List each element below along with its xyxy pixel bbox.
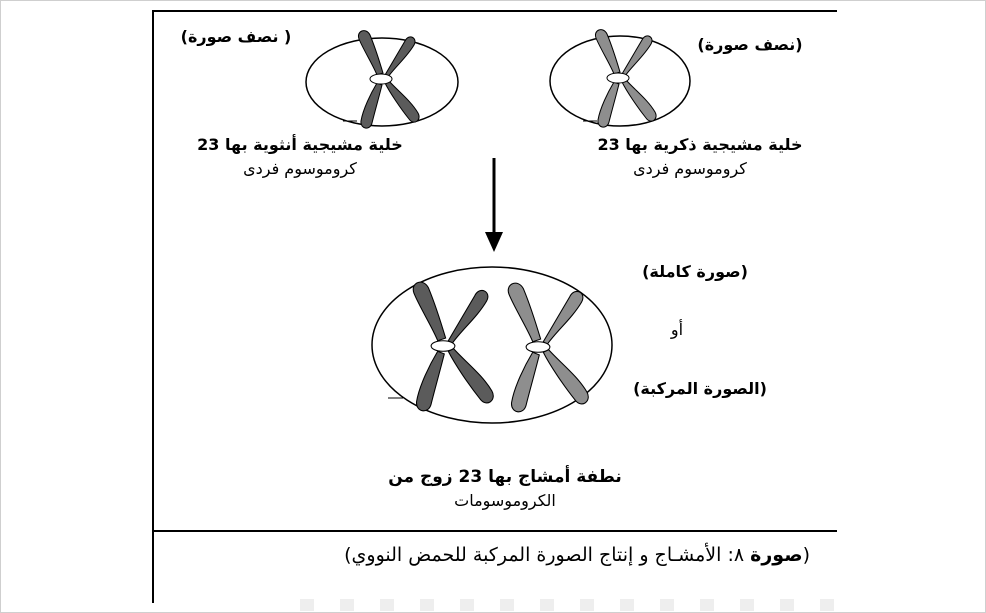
male-chromosome xyxy=(594,29,657,128)
label-female-gamete-line1: خلية مشيجية أنثوية بها 23 xyxy=(197,135,403,154)
caption-number: ٨ xyxy=(733,544,745,566)
figure-frame xyxy=(152,10,837,532)
down-arrow-icon xyxy=(485,158,503,252)
scan-artifact-strip xyxy=(300,599,860,611)
female-chromosome xyxy=(357,30,420,129)
caption-label: صورة xyxy=(750,544,803,566)
caption-text: الأمشـاج و إنتاج الصورة المركبة للحمض ال… xyxy=(351,544,722,566)
label-complete-image: (صورة كاملة) xyxy=(642,262,748,281)
label-half-image-left: ( نصف صورة) xyxy=(180,27,292,46)
label-male-gamete-line2: كروموسوم فردى xyxy=(633,159,747,178)
label-half-image-right: (نصف صورة) xyxy=(697,35,803,54)
zygote-female-chromosome xyxy=(412,281,494,412)
caption-left-rule xyxy=(152,528,154,603)
label-or: أو xyxy=(670,320,684,339)
label-zygote-line1: نطفة أمشاج بها 23 زوج من xyxy=(388,467,622,487)
label-female-gamete-line2: كروموسوم فردى xyxy=(243,159,357,178)
label-composite-image: (الصورة المركبة) xyxy=(633,379,767,398)
label-zygote-line2: الكروموسومات xyxy=(454,491,556,510)
zygote-male-chromosome xyxy=(507,282,589,413)
figure-caption: (صورة ٨: الأمشـاج و إنتاج الصورة المركبة… xyxy=(344,544,810,566)
label-male-gamete-line1: خلية مشيجية ذكرية بها 23 xyxy=(597,135,803,154)
